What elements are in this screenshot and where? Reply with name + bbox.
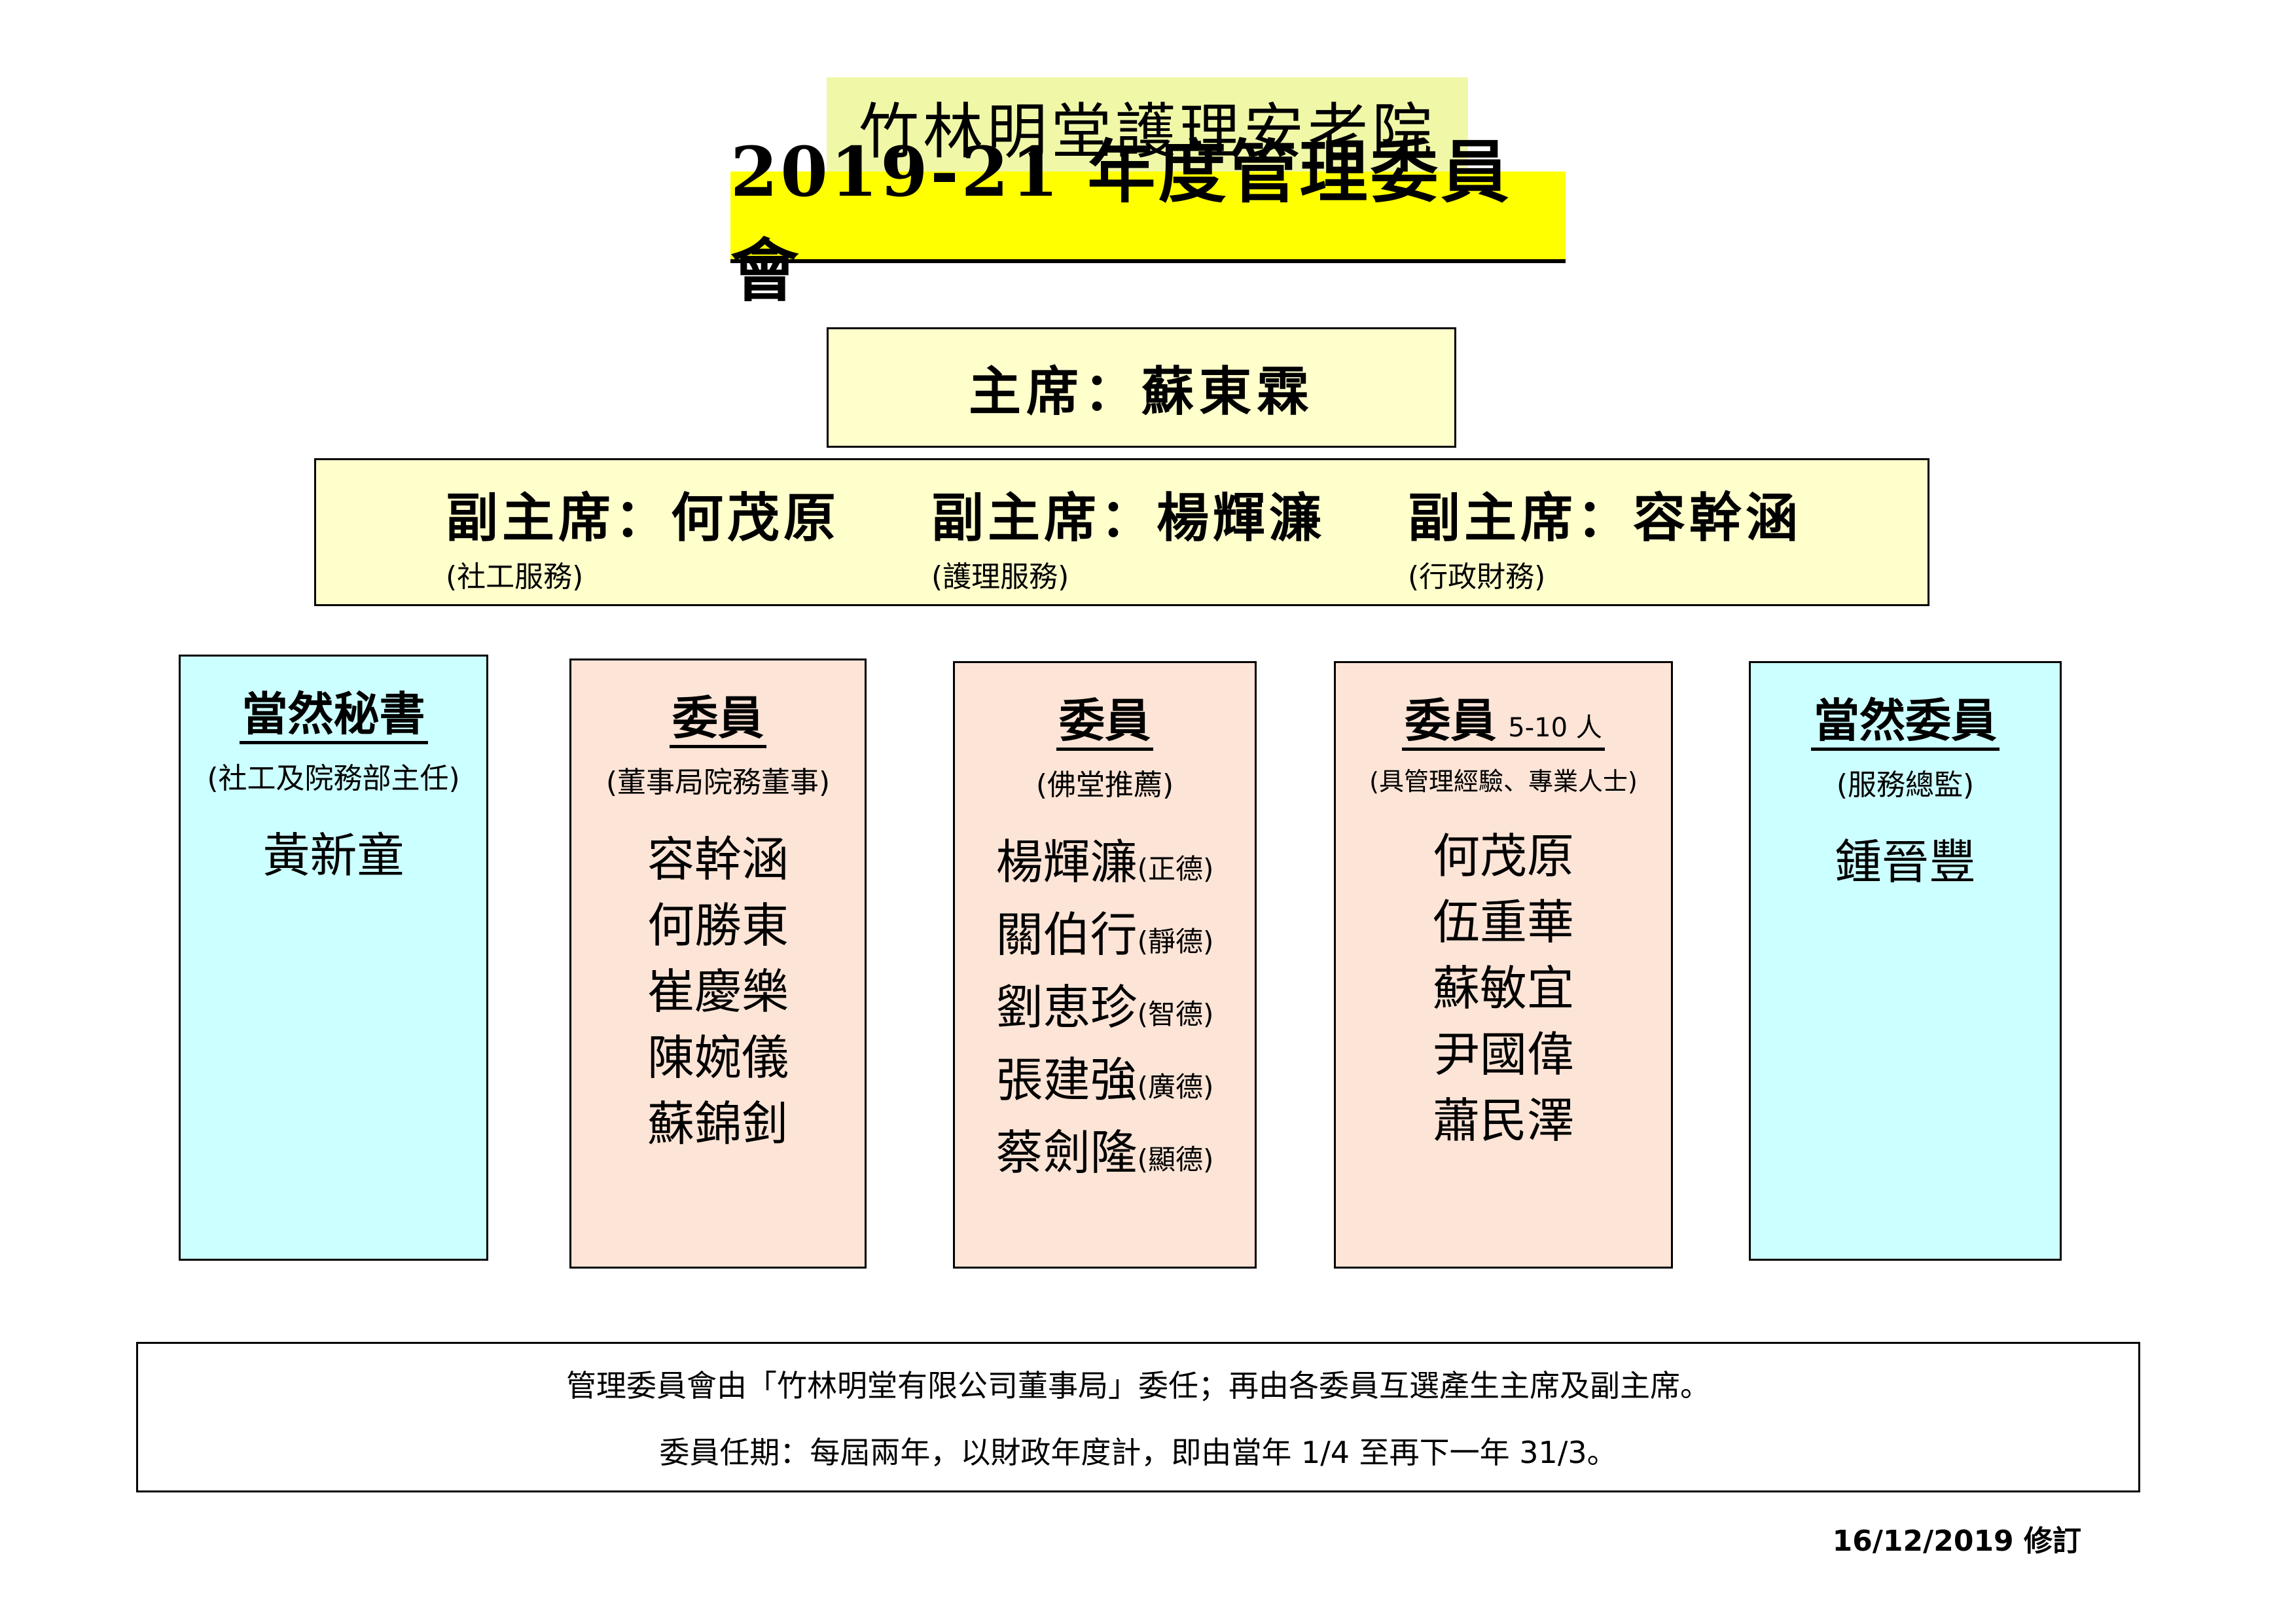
term-note: 委員任期：每屆兩年，以財政年度計，即由當年 1/4 至再下一年 31/3。 bbox=[659, 1435, 1617, 1470]
member-name: 何茂原 bbox=[1432, 828, 1574, 884]
vice-chair-role: (行政財務) bbox=[1408, 560, 1546, 594]
member-list: 黃新童 bbox=[262, 823, 404, 889]
hall-name: (顯德) bbox=[1137, 1143, 1214, 1176]
vice-chair-name: 副主席：容幹涵 bbox=[1408, 488, 1802, 549]
hall-name: (正德) bbox=[1137, 852, 1214, 885]
member-name: 劉恵珍(智德) bbox=[996, 979, 1214, 1035]
hall-name: (廣德) bbox=[1137, 1070, 1214, 1103]
column-ex-officio-secretary: 當然秘書 (社工及院務部主任) 黃新童 bbox=[179, 655, 488, 1261]
org-name: 竹林明堂護理安老院 bbox=[827, 77, 1468, 175]
appointment-note-box: 管理委員會由「竹林明堂有限公司董事局」委任；再由各委員互選產生主席及副主席。 委… bbox=[136, 1342, 2140, 1492]
member-name: 張建強(廣德) bbox=[996, 1052, 1214, 1108]
vice-chair-3: 副主席：容幹涵 (行政財務) bbox=[1408, 476, 1802, 595]
member-list: 楊輝濂(正德) 關伯行(靜德) 劉恵珍(智德) 張建強(廣德) 蔡劍隆(顯德) bbox=[996, 829, 1214, 1193]
member-name: 關伯行(靜德) bbox=[996, 907, 1214, 962]
revision-date: 16/12/2019 修訂 bbox=[1832, 1525, 2081, 1558]
member-list: 鍾晉豐 bbox=[1835, 829, 1976, 895]
member-name: 崔慶樂 bbox=[647, 964, 789, 1019]
column-ex-officio-member: 當然委員 (服務總監) 鍾晉豐 bbox=[1749, 661, 2062, 1261]
column-note: (社工及院務部主任) bbox=[207, 761, 460, 795]
column-title: 委員 bbox=[1056, 695, 1153, 751]
vice-chair-name: 副主席：何茂原 bbox=[446, 488, 840, 549]
vice-chair-role: (護理服務) bbox=[931, 560, 1069, 594]
member-name: 陳婉儀 bbox=[647, 1030, 789, 1085]
hall-name: (靜德) bbox=[1137, 925, 1214, 958]
chair-box: 主席：蘇東霖 bbox=[827, 327, 1456, 448]
appointment-note: 管理委員會由「竹林明堂有限公司董事局」委任；再由各委員互選產生主席及副主席。 bbox=[566, 1368, 1710, 1403]
column-note: (董事局院務董事) bbox=[605, 765, 831, 799]
member-name: 蘇敏宜 bbox=[1432, 960, 1574, 1016]
vice-chair-role: (社工服務) bbox=[446, 560, 584, 594]
hall-name: (智德) bbox=[1137, 998, 1214, 1030]
chair-label: 主席：蘇東霖 bbox=[969, 361, 1314, 422]
member-list: 容幹涵 何勝東 崔慶樂 陳婉儀 蘇錦釗 bbox=[647, 827, 789, 1157]
column-note: (佛堂推薦) bbox=[1035, 768, 1174, 802]
member-name: 伍重華 bbox=[1432, 894, 1574, 950]
column-note: (服務總監) bbox=[1836, 768, 1975, 802]
member-list: 何茂原 伍重華 蘇敏宜 尹國偉 蕭民澤 bbox=[1433, 823, 1574, 1154]
member-name: 楊輝濂(正德) bbox=[996, 834, 1214, 890]
member-name: 蔡劍隆(顯德) bbox=[996, 1125, 1214, 1180]
vice-chair-box: 副主席：何茂原 (社工服務) 副主席：楊輝濂 (護理服務) 副主席：容幹涵 (行… bbox=[314, 458, 1929, 606]
column-hall-nominees: 委員 (佛堂推薦) 楊輝濂(正德) 關伯行(靜德) 劉恵珍(智德) 張建強(廣德… bbox=[953, 661, 1257, 1269]
member-name: 尹國偉 bbox=[1432, 1026, 1574, 1082]
member-count-note: 5-10 人 bbox=[1508, 713, 1602, 743]
vice-chair-1: 副主席：何茂原 (社工服務) bbox=[446, 476, 840, 595]
member-name: 蕭民澤 bbox=[1432, 1092, 1574, 1148]
member-name: 黃新童 bbox=[262, 827, 404, 883]
member-name: 鍾晉豐 bbox=[1834, 834, 1976, 890]
column-board-members: 委員 (董事局院務董事) 容幹涵 何勝東 崔慶樂 陳婉儀 蘇錦釗 bbox=[569, 659, 867, 1269]
vice-chair-2: 副主席：楊輝濂 (護理服務) bbox=[931, 476, 1325, 595]
column-title: 委員 bbox=[670, 692, 766, 748]
member-name: 蘇錦釗 bbox=[647, 1096, 789, 1151]
column-title: 當然委員 bbox=[1811, 695, 2000, 751]
member-name: 何勝東 bbox=[647, 897, 789, 953]
member-name: 容幹涵 bbox=[647, 831, 789, 887]
column-title: 當然秘書 bbox=[239, 688, 428, 744]
vice-chair-name: 副主席：楊輝濂 bbox=[931, 488, 1325, 549]
committee-title: 2019-21 年度管理委員會 bbox=[730, 132, 1566, 311]
column-note: (具管理經驗、專業人士) bbox=[1369, 767, 1638, 796]
